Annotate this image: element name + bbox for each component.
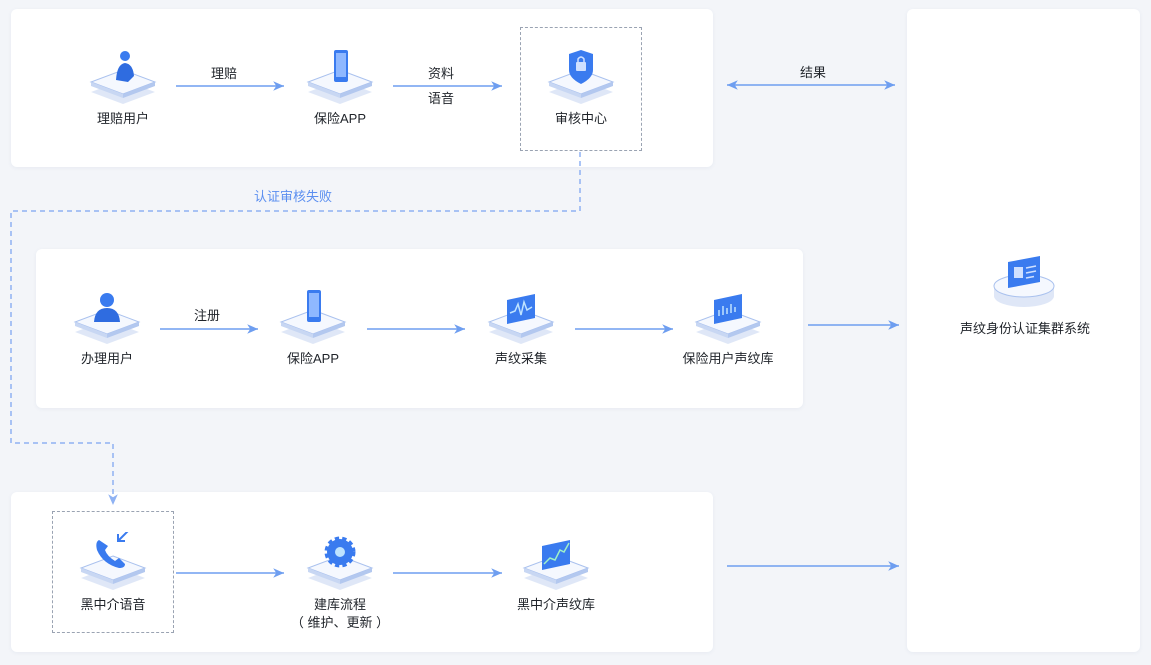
node-audit-center: 审核中心 (521, 46, 641, 128)
edge-label-data: 资料 (427, 66, 454, 81)
node-app-row1: 保险APP (280, 46, 400, 128)
node-claim-user: 理赔用户 (63, 46, 183, 128)
audit-center-highlight (520, 27, 642, 151)
node-system (964, 252, 1084, 314)
node-agent-voice-db: 黑中介声纹库 (496, 532, 616, 614)
system-label: 声纹身份认证集群系统 (959, 321, 1090, 336)
agent-voice-db-label: 黑中介声纹库 (516, 597, 595, 612)
chart-database-icon (522, 540, 590, 590)
node-build-process: 建库流程 （ 维护、更新 ） (280, 532, 400, 632)
fail-dashed-path (10, 152, 581, 505)
edge-label-result: 结果 (799, 65, 826, 80)
user-icon (73, 293, 141, 344)
register-user-label: 办理用户 (80, 351, 133, 366)
node-user-voice-db: 保险用户声纹库 (668, 286, 788, 368)
id-card-icon (993, 256, 1055, 307)
node-app-row2: 保险APP (253, 286, 373, 368)
fail-label: 认证审核失败 (253, 189, 332, 204)
phone-icon (279, 290, 347, 344)
shield-lock-icon (547, 50, 615, 104)
app-row2-label: 保险APP (286, 351, 339, 366)
build-process-sub: （ 维护、更新 ） (290, 615, 390, 630)
build-process-label: 建库流程 (313, 597, 366, 612)
edge-label-claim: 理赔 (210, 66, 237, 81)
user-voice-db-label: 保险用户声纹库 (682, 351, 774, 366)
phone-call-icon (79, 532, 147, 590)
claim-user-label: 理赔用户 (96, 111, 149, 126)
node-register-user: 办理用户 (47, 286, 167, 368)
app-row1-label: 保险APP (313, 111, 366, 126)
agent-voice-highlight (52, 511, 174, 633)
user-icon (89, 51, 157, 104)
edge-label-register: 注册 (193, 308, 220, 323)
waveform-icon (487, 294, 555, 344)
system-panel (907, 9, 1140, 652)
node-voice-collect: 声纹采集 (461, 286, 581, 368)
voice-collect-label: 声纹采集 (494, 351, 547, 366)
edge-label-voice: 语音 (427, 91, 454, 106)
voice-database-icon (694, 294, 762, 344)
gear-icon (306, 536, 374, 590)
node-agent-voice: 黑中介语音 (53, 532, 173, 614)
audit-center-label: 审核中心 (554, 111, 607, 126)
phone-icon (306, 50, 374, 104)
agent-voice-label: 黑中介语音 (80, 597, 146, 612)
